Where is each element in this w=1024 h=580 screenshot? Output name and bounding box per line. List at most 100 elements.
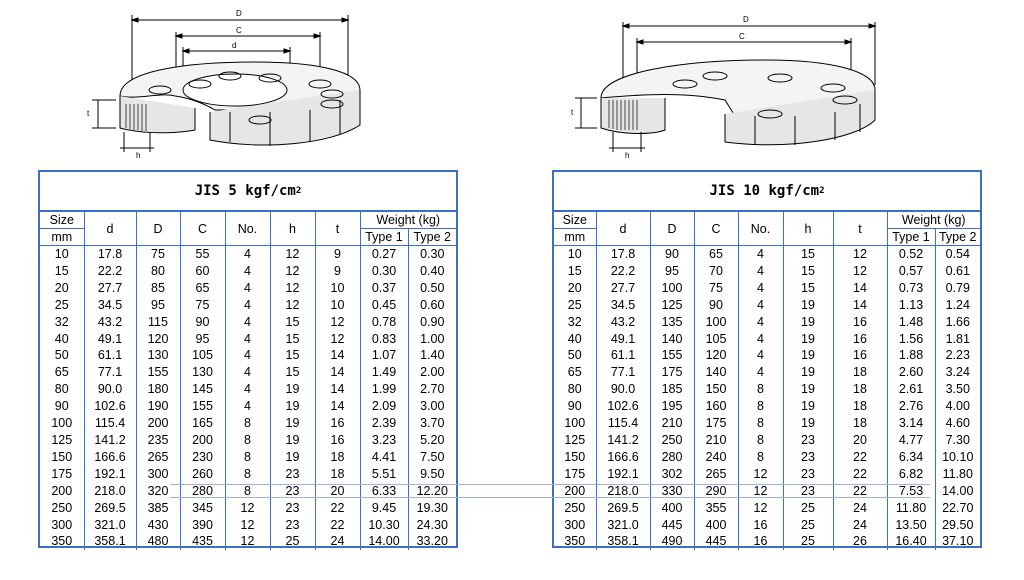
table-cell: 3.00 [407, 398, 456, 416]
table-cell: 302 [649, 465, 694, 483]
table-cell: 13.50 [886, 516, 935, 534]
table-cell: 24 [314, 533, 360, 551]
table-cell: 140 [649, 330, 694, 348]
table-cell: 320 [135, 482, 180, 500]
table-cell: 240 [693, 448, 738, 466]
table-cell: 23 [782, 465, 833, 483]
header-t: t [832, 212, 887, 246]
table-cell: 1.07 [359, 347, 408, 365]
table-cell: 141.2 [595, 431, 650, 449]
table-cell: 14.00 [934, 482, 980, 500]
table-cell: 1.56 [886, 330, 935, 348]
table-cell: 19 [782, 330, 833, 348]
table-cell: 2.76 [886, 398, 935, 416]
table-cell: 14 [314, 381, 360, 399]
table-cell: 19 [782, 364, 833, 382]
table-cell: 12.20 [407, 482, 456, 500]
table-cell: 2.60 [886, 364, 935, 382]
table-cell: 1.88 [886, 347, 935, 365]
header-weight: Weight (kg) [359, 212, 456, 229]
header-D: D [135, 212, 180, 246]
table-cell: 33.20 [407, 533, 456, 551]
table-cell: 8 [737, 448, 783, 466]
table-cell: 155 [179, 398, 225, 416]
table-cell: 300 [564, 517, 586, 532]
table-cell: 345 [179, 499, 225, 517]
guide-line [170, 497, 930, 498]
table-cell: 90.0 [595, 381, 650, 399]
table-cell: 9 [314, 262, 360, 280]
header-weight: Weight (kg) [886, 212, 980, 229]
table-cell: 0.83 [359, 330, 408, 348]
table-cell: 12 [737, 465, 783, 483]
table-cell: 4 [224, 279, 270, 297]
table-cell: 50 [567, 348, 582, 363]
table-cell: 165 [179, 415, 225, 432]
table-cell: 25 [54, 297, 69, 312]
table-cell: 19 [782, 313, 833, 331]
table-cell: 14 [314, 347, 360, 365]
table-cell: 12 [832, 245, 887, 263]
table-cell: 65 [567, 365, 582, 380]
table-cell: 280 [649, 448, 694, 466]
flange-drawing-left: D C d t h [87, 9, 361, 160]
table-cell: 4 [737, 330, 783, 348]
table-cell: 16.40 [886, 533, 935, 551]
table-cell: 14 [314, 364, 360, 382]
table-cell: 155 [135, 364, 180, 382]
table-cell: 19 [269, 415, 315, 432]
table-cell: 80 [54, 382, 69, 397]
table-cell: 19 [269, 431, 315, 449]
table-cell: 10 [314, 279, 360, 297]
table-cell: 4 [737, 245, 783, 263]
table-cell: 0.78 [359, 313, 408, 331]
table-cell: 14 [832, 279, 887, 297]
table-cell: 23 [782, 448, 833, 466]
table-cell: 2.23 [934, 347, 980, 365]
table-cell: 8 [224, 415, 270, 432]
table-cell: 269.5 [595, 499, 650, 517]
table-cell: 385 [135, 499, 180, 517]
table-cell: 218.0 [83, 482, 136, 500]
table-cell: 4 [737, 347, 783, 365]
label-d: d [232, 41, 236, 50]
header-d: d [595, 212, 650, 246]
data-table: Size d D C No. h t Weight (kg) mm Type 1… [554, 212, 980, 551]
table-cell: 90 [179, 313, 225, 331]
table-cell: 400 [649, 499, 694, 517]
table-cell: 1.40 [407, 347, 456, 365]
table-cell: 150 [564, 449, 586, 464]
table-cell: 60 [179, 262, 225, 280]
table-cell: 200 [51, 483, 73, 498]
table-cell: 6.33 [359, 482, 408, 500]
table-cell: 16 [737, 516, 783, 534]
table-cell: 8 [737, 431, 783, 449]
label-C: C [739, 32, 745, 41]
table-cell: 18 [832, 398, 887, 416]
header-h: h [269, 212, 315, 246]
table-cell: 26 [832, 533, 887, 551]
table-cell: 100 [649, 279, 694, 297]
header-mm: mm [554, 228, 596, 246]
table-cell: 140 [693, 364, 738, 382]
table-cell: 125 [649, 296, 694, 314]
table-cell: 250 [564, 500, 586, 515]
table-cell: 16 [832, 347, 887, 365]
label-h: h [136, 151, 140, 160]
table-cell: 90 [54, 399, 69, 414]
header-C: C [693, 212, 738, 246]
table-cell: 1.66 [934, 313, 980, 331]
table-cell: 15 [782, 262, 833, 280]
table-cell: 22 [832, 448, 887, 466]
table-cell: 358.1 [595, 533, 650, 551]
